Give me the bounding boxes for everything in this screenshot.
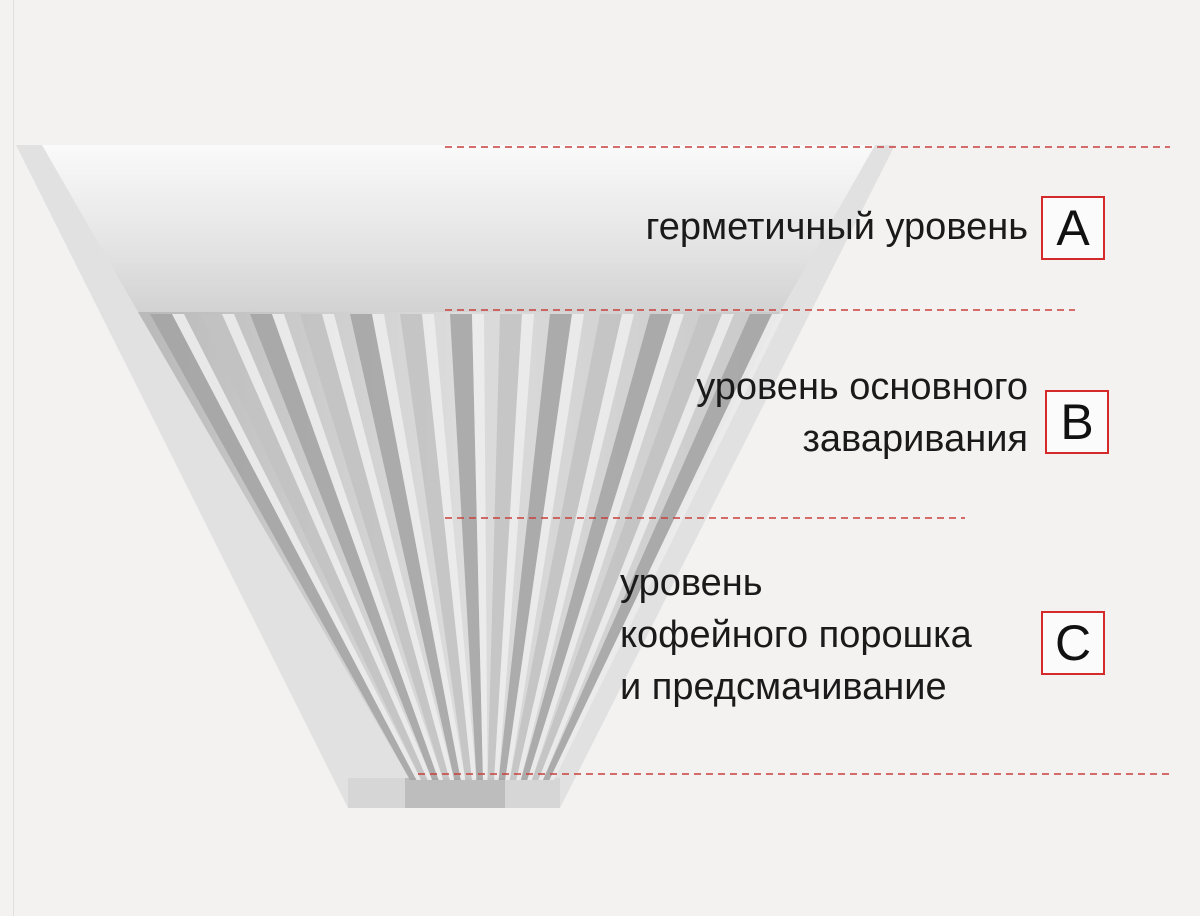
- cone-rib-highlight: [322, 314, 455, 780]
- level-a-badge: A: [1041, 196, 1105, 260]
- cone-rib: [300, 314, 450, 780]
- cone-rib-highlight: [372, 314, 466, 780]
- cone-rib: [509, 314, 622, 780]
- cone-rib-highlight: [505, 314, 584, 780]
- level-b-line-1: уровень основного: [696, 366, 1028, 408]
- level-b-line-2: заваривания: [802, 418, 1029, 460]
- cone-rib: [200, 314, 428, 780]
- cone-outlet: [405, 778, 505, 808]
- cone-rib: [487, 314, 522, 780]
- level-c-label: уровень кофейного порошка и предсмачиван…: [620, 557, 972, 713]
- level-c-line-3: и предсмачивание: [620, 666, 947, 708]
- cone-rib-highlight: [516, 314, 634, 780]
- cone-rib-highlight: [538, 314, 734, 780]
- cone-ribs: [150, 314, 784, 780]
- cone-rib-highlight: [222, 314, 433, 780]
- cone-rib-highlight: [472, 314, 488, 780]
- cone-rib-highlight: [494, 314, 534, 780]
- cone-top-band: [42, 145, 875, 312]
- level-c-line-1: уровень: [620, 562, 763, 604]
- level-b-label: уровень основного заваривания: [696, 361, 1028, 465]
- level-b-badge: B: [1045, 390, 1109, 454]
- level-c-line-2: кофейного порошка: [620, 614, 972, 656]
- level-a-label: герметичный уровень: [646, 201, 1028, 253]
- cone-rib: [350, 314, 461, 780]
- level-c-badge: C: [1041, 611, 1105, 675]
- cone-rib-highlight: [549, 314, 784, 780]
- cone-rib-highlight: [272, 314, 444, 780]
- cone-rib: [250, 314, 439, 780]
- left-edge-rule: [13, 0, 14, 916]
- cone-rib-highlight: [422, 314, 477, 780]
- level-a-line-1: герметичный уровень: [645, 206, 1028, 248]
- cone-rib: [400, 314, 472, 780]
- cone-rib: [543, 314, 772, 780]
- cone-rib-highlight: [527, 314, 684, 780]
- cone-rib: [531, 314, 722, 780]
- cone-rib: [520, 314, 672, 780]
- cone-rib: [498, 314, 572, 780]
- cone-rib-highlight: [172, 314, 421, 780]
- cone-rib: [150, 314, 417, 780]
